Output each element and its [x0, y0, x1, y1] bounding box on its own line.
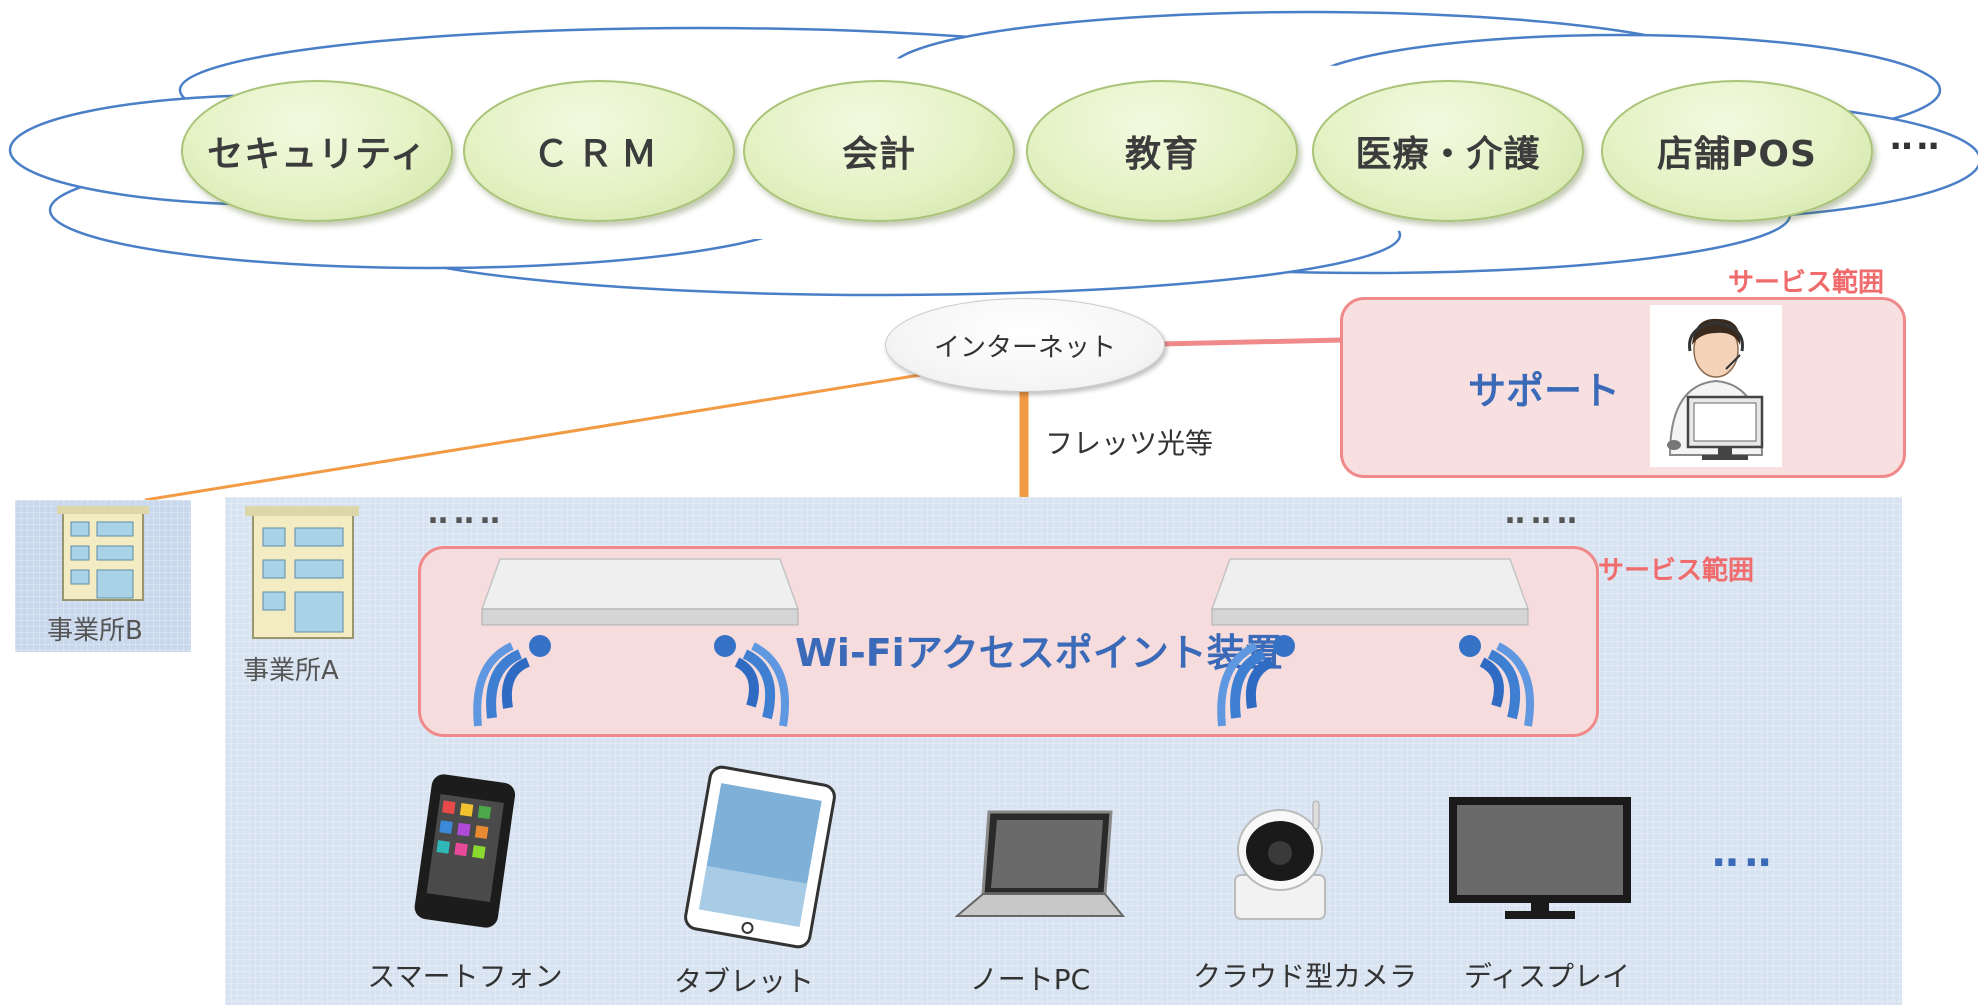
device-label-smartphone: スマートフォン [367, 960, 563, 993]
service-store-pos: 店舗POS [1601, 80, 1873, 222]
device-label-display: ディスプレイ [1463, 960, 1631, 993]
support-box [1340, 297, 1906, 478]
link-internet-office-b [144, 373, 921, 502]
device-label-laptop: ノートPC [969, 963, 1091, 996]
smartphone-icon [414, 774, 516, 928]
ap-title: Wi-Fiアクセスポイント装置 [795, 631, 1283, 675]
office-b-building-icon [57, 506, 149, 601]
tablet-icon [684, 765, 836, 949]
connection-label: フレッツ光等 [1045, 427, 1214, 460]
link-internet-support [1159, 337, 1343, 347]
wifi-signal-icon [714, 635, 789, 727]
wifi-signal-icon [473, 635, 551, 727]
service-medical-care: 医療・介護 [1312, 80, 1584, 222]
service-accounting: 会計 [743, 80, 1015, 222]
wifi-signal-icon [1459, 635, 1534, 727]
wifi-signal-icon [1217, 635, 1295, 727]
display-icon [1449, 797, 1631, 919]
cloud-camera-icon [1234, 800, 1326, 920]
lan-more-left: ‥‥‥ [428, 496, 507, 531]
internet-cloud: インターネット [885, 298, 1165, 392]
access-point-device-right [1210, 558, 1530, 626]
support-scope-label: サービス範囲 [1728, 268, 1885, 298]
internet-label: インターネット [933, 332, 1116, 363]
support-title: サポート [1468, 369, 1621, 413]
support-operator-icon [1650, 305, 1782, 467]
devices-more: ‥‥ [1712, 830, 1778, 876]
ap-scope-label: サービス範囲 [1598, 556, 1755, 586]
lan-more-right: ‥‥‥ [1505, 496, 1584, 531]
device-label-tablet: タブレット [673, 965, 814, 998]
device-label-cloud-camera: クラウド型カメラ [1192, 960, 1417, 993]
office-a-label: 事業所A [243, 656, 339, 686]
service-security: セキュリティ [181, 80, 453, 222]
office-b-label: 事業所B [47, 616, 143, 646]
service-crm: ＣＲＭ [463, 80, 735, 222]
services-more: ‥‥ [1890, 118, 1944, 158]
service-education: 教育 [1026, 80, 1298, 222]
access-point-device-left [480, 558, 800, 626]
laptop-icon [955, 810, 1125, 917]
office-a-building-icon [245, 506, 359, 639]
